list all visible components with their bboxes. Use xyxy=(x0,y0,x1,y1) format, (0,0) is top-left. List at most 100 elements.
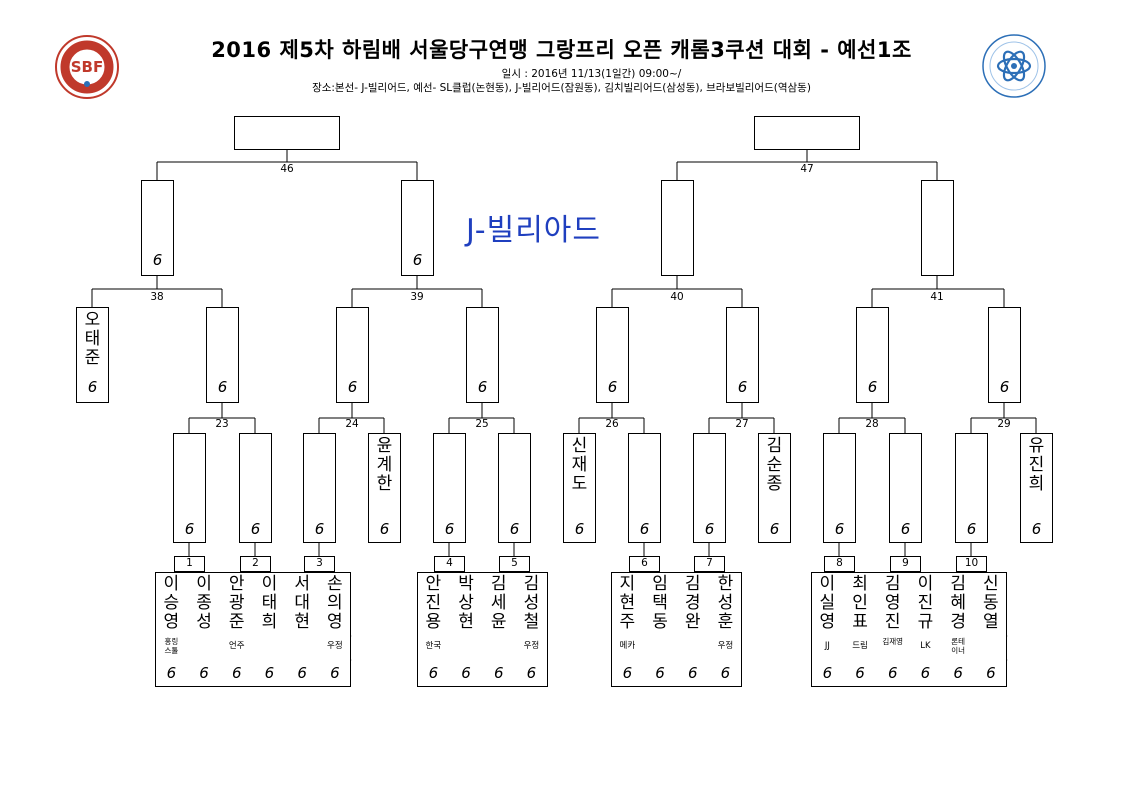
score-mark: 6 xyxy=(855,664,865,682)
player-name: 안 광 준 xyxy=(228,574,245,632)
match-number: 26 xyxy=(605,418,619,430)
player-box xyxy=(988,307,1021,403)
venue-watermark: J-빌리아드 xyxy=(466,213,602,248)
match-number: 5 xyxy=(511,557,518,569)
player-name: 김 성 철 xyxy=(523,574,540,632)
player-name: 김 순 종 xyxy=(766,436,783,494)
score-mark: 6 xyxy=(231,664,242,682)
match-number-box xyxy=(824,556,855,572)
match-number-box xyxy=(434,556,465,572)
score-mark: 6 xyxy=(166,664,177,682)
score-mark: 6 xyxy=(986,664,996,682)
score-mark: 6 xyxy=(526,664,537,682)
group-table xyxy=(611,572,742,687)
player-box xyxy=(466,307,499,403)
score-mark: 6 xyxy=(250,520,261,538)
club-name: LK xyxy=(920,641,931,651)
score-mark: 6 xyxy=(264,664,275,682)
player-box xyxy=(368,433,401,543)
player-box xyxy=(433,433,466,543)
player-name: 서 대 현 xyxy=(294,574,310,632)
match-number: 25 xyxy=(475,418,489,430)
player-name: 이 승 영 xyxy=(163,574,180,632)
club-name: 드림 xyxy=(852,641,868,651)
player-box xyxy=(856,307,889,403)
player-name: 윤 계 한 xyxy=(376,436,393,494)
final-box xyxy=(754,116,860,150)
event-venue: 장소:본선- J-빌리어드, 예선- SL클럽(논현동), J-빌리어드(잠원동… xyxy=(312,82,811,94)
score-mark: 6 xyxy=(412,251,423,269)
player-box xyxy=(823,433,856,543)
player-name: 김 세 윤 xyxy=(490,574,507,632)
player-name: 박 상 현 xyxy=(458,574,474,632)
match-number: 6 xyxy=(641,557,648,569)
score-mark: 6 xyxy=(574,520,585,538)
score-mark: 6 xyxy=(834,520,845,538)
score-mark: 6 xyxy=(330,664,340,682)
score-mark: 6 xyxy=(379,520,390,538)
match-number-box xyxy=(304,556,335,572)
score-mark: 6 xyxy=(953,664,963,682)
match-number: 3 xyxy=(316,557,323,569)
match-number-box xyxy=(694,556,725,572)
match-number: 40 xyxy=(670,291,684,303)
score-mark: 6 xyxy=(477,378,488,396)
group-table xyxy=(811,572,1008,687)
score-mark: 6 xyxy=(297,664,307,682)
score-mark: 6 xyxy=(704,520,715,538)
player-box xyxy=(401,180,434,276)
score-mark: 6 xyxy=(217,378,228,396)
match-number: 9 xyxy=(902,557,909,569)
player-name: 오 태 준 xyxy=(84,310,101,368)
match-number: 23 xyxy=(215,418,229,430)
score-mark: 6 xyxy=(314,520,325,538)
player-box xyxy=(76,307,109,403)
player-box xyxy=(889,433,922,543)
club-name: 언주 xyxy=(228,641,245,651)
score-mark: 6 xyxy=(444,520,455,538)
score-mark: 6 xyxy=(199,664,209,682)
player-box xyxy=(693,433,726,543)
player-box xyxy=(141,180,174,276)
club-name: 한국 xyxy=(425,641,442,651)
match-number: 10 xyxy=(964,557,979,569)
player-name: 이 종 성 xyxy=(196,574,212,632)
final-box xyxy=(234,116,340,150)
player-box xyxy=(921,180,954,276)
score-mark: 6 xyxy=(887,664,898,682)
player-name: 신 재 도 xyxy=(571,436,588,494)
match-number: 29 xyxy=(997,418,1011,430)
match-number-box xyxy=(174,556,205,572)
player-name: 임 택 동 xyxy=(652,574,668,632)
player-name: 지 현 주 xyxy=(619,574,636,632)
page-title: 2016 제5차 하림배 서울당구연맹 그랑프리 오픈 캐롬3쿠션 대회 - 예… xyxy=(211,38,912,62)
match-number: 39 xyxy=(410,291,424,303)
score-mark: 6 xyxy=(920,664,931,682)
score-mark: 6 xyxy=(1031,520,1042,538)
club-name: 홍링 스툴 xyxy=(164,637,179,655)
player-box xyxy=(726,307,759,403)
score-mark: 6 xyxy=(737,378,748,396)
player-box xyxy=(498,433,531,543)
score-mark: 6 xyxy=(428,664,439,682)
score-mark: 6 xyxy=(607,378,618,396)
player-name: 손 의 영 xyxy=(327,574,343,632)
match-number: 2 xyxy=(252,557,259,569)
player-name: 최 인 표 xyxy=(852,574,868,632)
player-name: 김 혜 경 xyxy=(950,574,966,632)
score-mark: 6 xyxy=(687,664,698,682)
player-box xyxy=(206,307,239,403)
player-box xyxy=(955,433,988,543)
score-mark: 6 xyxy=(769,520,780,538)
player-box xyxy=(661,180,694,276)
player-name: 신 동 열 xyxy=(983,574,999,632)
player-box xyxy=(628,433,661,543)
player-name: 김 경 완 xyxy=(684,574,701,632)
score-mark: 6 xyxy=(822,664,833,682)
player-box xyxy=(596,307,629,403)
match-number: 47 xyxy=(800,163,814,175)
match-number: 8 xyxy=(836,557,843,569)
player-box xyxy=(239,433,272,543)
club-name: 우정 xyxy=(327,641,343,651)
match-number: 1 xyxy=(186,557,193,569)
